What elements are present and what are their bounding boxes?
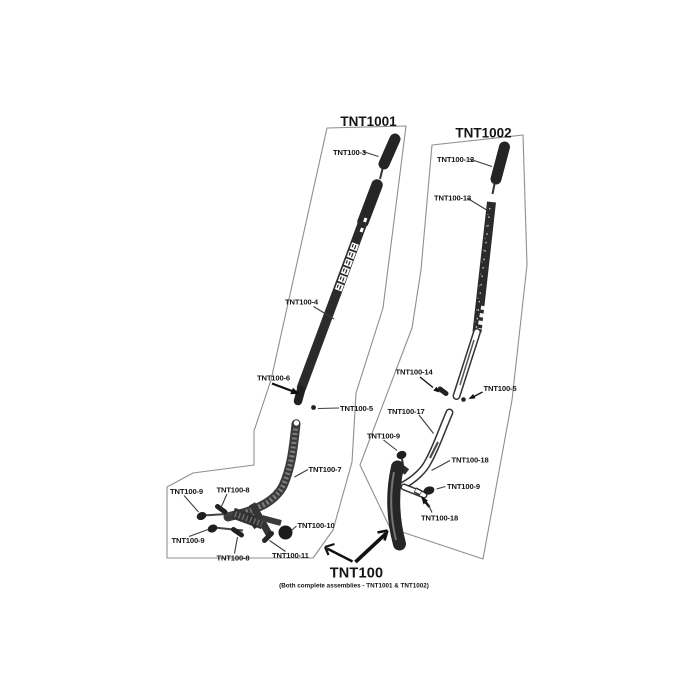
label-tnt100-9-a: TNT100-9 — [170, 487, 203, 496]
part-tnt100-11 — [262, 531, 274, 543]
label-tnt100-18-b: TNT100-18 — [421, 514, 458, 523]
clamp-bit-fill — [414, 488, 422, 495]
leader-tnt100-3 — [362, 150, 379, 158]
shaft-foot-tnt100-6 — [293, 385, 306, 406]
label-tnt100-8-a: TNT100-8 — [217, 486, 250, 495]
title-tnt1002: TNT1002 — [455, 126, 511, 141]
part-tnt100-8-a — [215, 504, 228, 515]
label-tnt100-3: TNT100-3 — [333, 148, 366, 157]
arrow-tnt100-6 — [271, 382, 300, 395]
grip-highlight — [390, 471, 397, 541]
boundary-outlines — [166, 125, 528, 560]
part-tnt100-8-b — [231, 527, 244, 538]
grip-tnt100-12 — [490, 141, 510, 185]
leader-tnt100-8-b — [233, 536, 239, 554]
label-tnt100-13: TNT100-13 — [434, 194, 471, 203]
footer-title: TNT100 — [330, 566, 384, 582]
leader-tnt100-9-right-a — [383, 439, 398, 451]
diagram-labels: TNT1001 TNT1002 TNT100-3 TNT100-4 TNT100… — [170, 114, 518, 590]
label-tnt100-12: TNT100-12 — [437, 155, 474, 164]
assembly-tnt1002-drawing — [387, 141, 510, 551]
leader-tnt100-12 — [469, 158, 493, 168]
label-tnt100-7: TNT100-7 — [309, 465, 342, 474]
shaft-tnt100-4 — [296, 220, 368, 391]
knob-tnt100-9-right-a — [396, 450, 407, 460]
knob-tnt100-9-right-b — [423, 486, 435, 495]
leader-tnt100-7 — [294, 469, 309, 478]
label-tnt100-14: TNT100-14 — [396, 368, 434, 377]
shaft-sleeve — [357, 179, 383, 228]
footer-caption: (Both complete assemblies - TNT1001 & TN… — [279, 583, 429, 590]
shaft-tick — [359, 227, 364, 233]
label-tnt100-17: TNT100-17 — [388, 407, 425, 416]
part-tnt100-14-target — [437, 386, 449, 396]
clamp-cluster-left — [196, 502, 293, 543]
leader-tnt100-5-left — [317, 407, 340, 410]
shaft-tnt100-13 — [472, 201, 496, 333]
clamp-texture — [233, 511, 264, 527]
handle-tip — [292, 419, 301, 427]
grip-connector-pin — [379, 168, 384, 180]
leader-lines — [183, 150, 493, 554]
pin-tnt100-5-left — [311, 405, 316, 410]
shaft-print-band — [477, 305, 486, 330]
clamp-cluster-right — [387, 450, 435, 551]
footer-arrows — [323, 529, 389, 564]
leader-tnt100-13 — [466, 197, 488, 211]
boundary-tnt1002 — [359, 134, 528, 560]
leader-tnt100-11 — [269, 540, 286, 552]
shaft-tick — [363, 217, 368, 223]
title-tnt1001: TNT1001 — [340, 114, 397, 129]
shaft-texture — [475, 207, 491, 331]
arrow-tnt100-5-right — [468, 391, 483, 399]
part-tnt100-18-arrow — [421, 496, 428, 505]
leader-tnt100-10 — [291, 525, 297, 531]
label-tnt100-8-b: TNT100-8 — [217, 554, 250, 563]
label-tnt100-18-a: TNT100-18 — [452, 456, 489, 465]
leader-tnt100-8-a — [220, 493, 228, 508]
label-tnt100-10: TNT100-10 — [298, 521, 335, 530]
handle-texture — [242, 423, 299, 516]
pin-tnt100-5-right — [461, 397, 466, 402]
clamp-bit — [245, 513, 258, 530]
leader-tnt100-9-b — [188, 528, 209, 538]
bolt-rod — [202, 512, 236, 517]
label-tnt100-5-right: TNT100-5 — [484, 384, 518, 393]
tube-tnt100-17-fill — [400, 410, 452, 488]
knob-tnt100-9-left-b — [207, 524, 218, 533]
clamp-plate — [248, 502, 273, 536]
shaft-print-band — [334, 242, 359, 292]
leader-tnt100-17 — [418, 414, 434, 434]
label-tnt100-9-right-b: TNT100-9 — [447, 482, 480, 491]
leader-tnt100-18-b — [428, 504, 433, 513]
ball-knob-tnt100-10 — [278, 525, 293, 540]
leader-tnt100-9-right-b — [436, 485, 446, 490]
grip-tnt100-3 — [378, 133, 401, 170]
footer-arrow-right — [354, 529, 389, 564]
boundary-tnt1001 — [166, 125, 407, 559]
knob-tnt100-9-left-a — [196, 511, 207, 521]
tube-shading — [429, 441, 439, 459]
leader-tnt100-4 — [313, 306, 335, 320]
arrow-tnt100-14 — [419, 376, 440, 393]
clamp-plate — [261, 515, 282, 526]
grip-handle — [387, 460, 406, 551]
label-tnt100-9-right-a: TNT100-9 — [367, 432, 400, 441]
leader-tnt100-9-a — [183, 495, 199, 513]
label-tnt100-9-b: TNT100-9 — [172, 536, 205, 545]
tube-seam — [459, 339, 475, 386]
label-tnt100-11: TNT100-11 — [272, 551, 310, 560]
label-tnt100-5-left: TNT100-5 — [340, 404, 374, 413]
assembly-tnt1001-drawing — [196, 133, 401, 543]
label-tnt100-6: TNT100-6 — [257, 374, 290, 383]
label-tnt100-4: TNT100-4 — [285, 298, 319, 307]
footer-arrow-left — [323, 542, 354, 563]
leader-tnt100-18-a — [431, 460, 451, 471]
grip-connector-pin — [491, 183, 496, 195]
